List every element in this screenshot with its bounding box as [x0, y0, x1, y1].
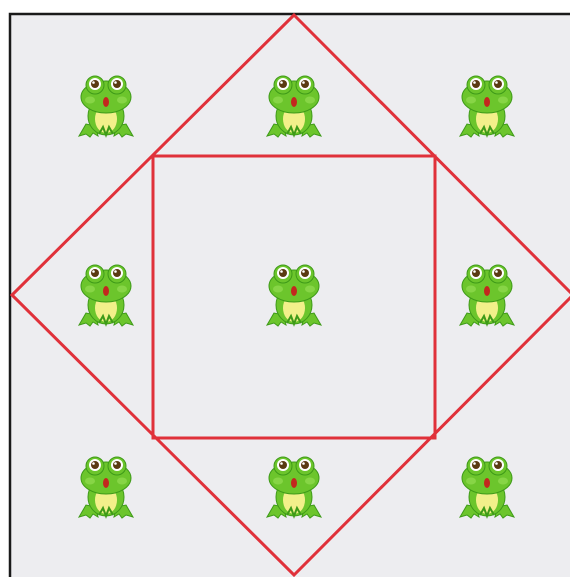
frog-icon: [79, 265, 133, 326]
frog-icon: [267, 457, 321, 518]
frog-icon: [460, 76, 514, 137]
frog-icon: [460, 265, 514, 326]
frog-icon: [460, 457, 514, 518]
frog-icon: [267, 265, 321, 326]
frog-icon: [79, 76, 133, 137]
frog-icon: [267, 76, 321, 137]
frog-icon: [79, 457, 133, 518]
